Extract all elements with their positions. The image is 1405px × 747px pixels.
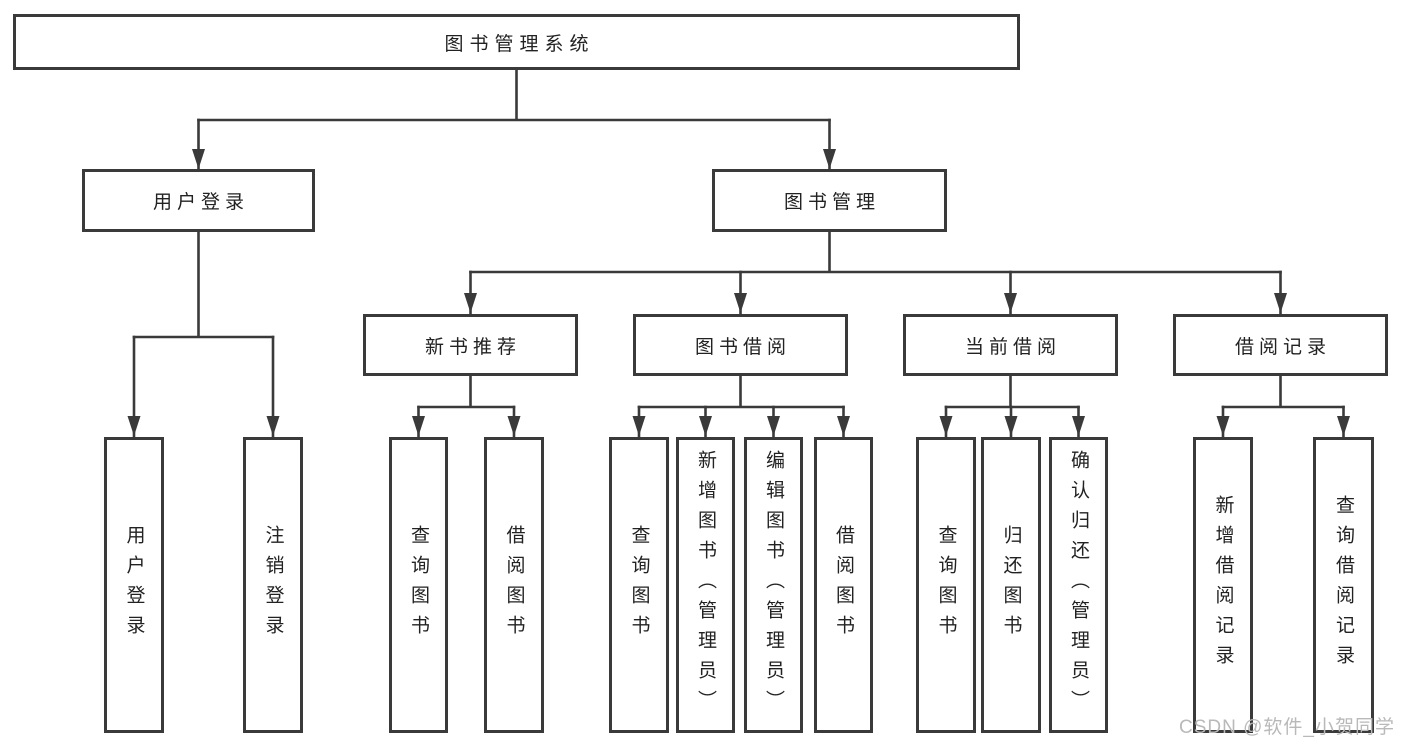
node-current-borrow-label: 当前借阅 <box>964 336 1061 358</box>
leaf-user-login-label: 用户登录 <box>123 525 145 645</box>
node-new-book-recommend: 新书推荐 <box>363 314 578 376</box>
node-root-label: 图书管理系统 <box>444 33 595 55</box>
leaf-borrow-query-book-label: 查询图书 <box>628 525 650 645</box>
csdn-watermark: CSDN @软件_小贺同学 <box>1179 717 1395 738</box>
node-root: 图书管理系统 <box>13 14 1020 70</box>
connector-borrow-record-to-leaves <box>1216 374 1350 438</box>
node-book-borrow: 图书借阅 <box>633 314 848 376</box>
leaf-newbook-borrow-book: 借阅图书 <box>484 437 544 733</box>
connector-book-mgmt-to-modules <box>464 230 1287 315</box>
leaf-logout-label: 注销登录 <box>262 525 284 645</box>
node-borrow-record-label: 借阅记录 <box>1234 336 1331 358</box>
leaf-newbook-query-book-label: 查询图书 <box>408 525 429 645</box>
connector-new-book-to-leaves <box>412 374 521 438</box>
leaf-newbook-query-book: 查询图书 <box>389 437 448 733</box>
node-user-login: 用户登录 <box>82 169 315 232</box>
node-user-login-label: 用户登录 <box>152 192 249 213</box>
connector-current-borrow-to-leaves <box>939 374 1085 438</box>
leaf-edit-book-admin-label: 编辑图书（管理员） <box>763 450 784 720</box>
leaf-return-book-label: 归还图书 <box>1000 525 1022 645</box>
leaf-add-borrow-record: 新增借阅记录 <box>1193 437 1253 733</box>
leaf-borrow-borrow-book: 借阅图书 <box>814 437 873 733</box>
leaf-current-query-book-label: 查询图书 <box>935 525 957 645</box>
leaf-query-borrow-record-label: 查询借阅记录 <box>1333 495 1354 675</box>
node-book-mgmt: 图书管理 <box>712 169 947 232</box>
leaf-borrow-query-book: 查询图书 <box>609 437 669 733</box>
node-borrow-record: 借阅记录 <box>1173 314 1388 376</box>
node-current-borrow: 当前借阅 <box>903 314 1118 376</box>
leaf-logout: 注销登录 <box>243 437 303 733</box>
node-book-borrow-label: 图书借阅 <box>694 336 791 358</box>
leaf-add-borrow-record-label: 新增借阅记录 <box>1212 495 1234 675</box>
leaf-confirm-return-admin-label: 确认归还（管理员） <box>1068 450 1089 720</box>
connector-root-to-branches <box>192 68 836 171</box>
leaf-return-book: 归还图书 <box>981 437 1041 733</box>
node-new-book-recommend-label: 新书推荐 <box>424 336 521 358</box>
leaf-add-book-admin-label: 新增图书（管理员） <box>695 450 716 720</box>
connector-book-borrow-to-leaves <box>632 374 850 438</box>
leaf-add-book-admin: 新增图书（管理员） <box>676 437 735 733</box>
connector-user-login-to-leaves <box>127 230 280 438</box>
leaf-edit-book-admin: 编辑图书（管理员） <box>744 437 803 733</box>
leaf-borrow-borrow-book-label: 借阅图书 <box>833 525 854 645</box>
leaf-newbook-borrow-book-label: 借阅图书 <box>503 525 525 645</box>
leaf-confirm-return-admin: 确认归还（管理员） <box>1049 437 1108 733</box>
leaf-query-borrow-record: 查询借阅记录 <box>1313 437 1374 733</box>
leaf-current-query-book: 查询图书 <box>916 437 976 733</box>
leaf-user-login: 用户登录 <box>104 437 164 733</box>
node-book-mgmt-label: 图书管理 <box>783 192 880 213</box>
